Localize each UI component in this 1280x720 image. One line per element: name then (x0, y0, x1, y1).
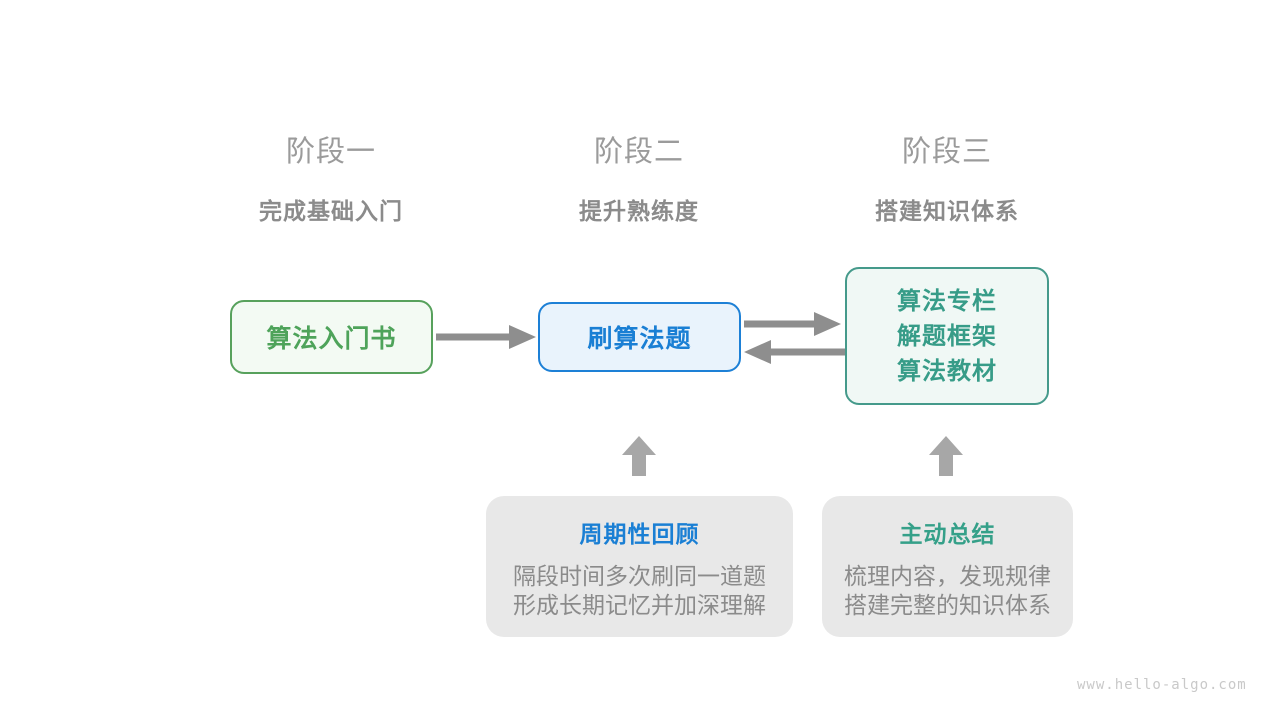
note-active-summary-title: 主动总结 (899, 521, 996, 547)
node-knowledge-resources: 算法专栏 解题框架 算法教材 (845, 267, 1049, 405)
arrow-right-icon (744, 312, 841, 336)
note-active-summary: 主动总结 梳理内容，发现规律 搭建完整的知识体系 (822, 496, 1073, 637)
stage-2-header: 阶段二 提升熟练度 (479, 128, 799, 226)
note-body-line: 搭建完整的知识体系 (844, 592, 1051, 618)
stage-3-label: 阶段三 (901, 136, 992, 168)
stage-3-header: 阶段三 搭建知识体系 (787, 128, 1107, 226)
node-resource-line: 算法教材 (897, 357, 997, 385)
node-resource-line: 算法专栏 (897, 287, 997, 315)
site-watermark: www.hello-algo.com (1077, 677, 1247, 693)
note-body-line: 梳理内容，发现规律 (844, 563, 1051, 589)
arrow-up-icon (622, 436, 656, 476)
arrow-up-icon (929, 436, 963, 476)
node-intro-book: 算法入门书 (230, 300, 433, 374)
node-resource-line: 解题框架 (897, 322, 997, 350)
stage-1-label: 阶段一 (285, 136, 376, 168)
note-body-line: 形成长期记忆并加深理解 (513, 592, 766, 618)
stage-1-header: 阶段一 完成基础入门 (171, 128, 491, 226)
arrow-left-icon (744, 340, 845, 364)
note-periodic-review-title: 周期性回顾 (579, 521, 700, 547)
stage-1-subtitle: 完成基础入门 (259, 198, 403, 224)
note-periodic-review-body: 隔段时间多次刷同一道题 形成长期记忆并加深理解 (486, 562, 793, 620)
node-intro-book-label: 算法入门书 (266, 325, 397, 353)
stage-3-subtitle: 搭建知识体系 (875, 198, 1019, 224)
stage-2-subtitle: 提升熟练度 (579, 198, 699, 224)
note-periodic-review: 周期性回顾 隔段时间多次刷同一道题 形成长期记忆并加深理解 (486, 496, 793, 637)
stage-2-label: 阶段二 (593, 136, 684, 168)
arrow-right-icon (436, 325, 536, 349)
node-practice-problems-label: 刷算法题 (587, 325, 692, 353)
node-practice-problems: 刷算法题 (538, 302, 741, 372)
note-active-summary-body: 梳理内容，发现规律 搭建完整的知识体系 (822, 562, 1073, 620)
note-body-line: 隔段时间多次刷同一道题 (513, 563, 766, 589)
